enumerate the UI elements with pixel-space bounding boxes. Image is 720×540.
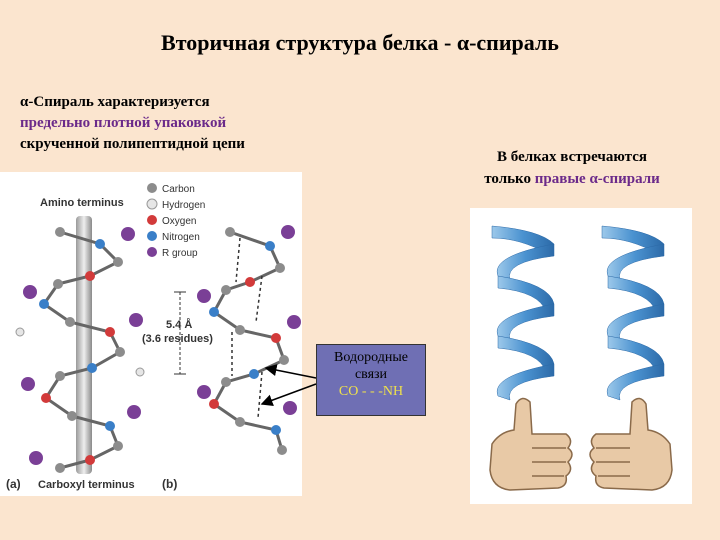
intro-line-2: предельно плотной упаковкой xyxy=(20,115,227,131)
intro-line-1: α-Спираль характеризуется xyxy=(20,94,210,110)
atom-legend: Carbon Hydrogen Oxygen Nitrogen R group xyxy=(146,183,205,259)
helix-atoms-a xyxy=(15,227,145,473)
hbond-dashes xyxy=(231,237,263,419)
hydrogen-bonds-box: Водородные связи CO - - -NH xyxy=(316,344,426,416)
right-caption-line-1: В белках встречаются xyxy=(497,149,647,165)
intro-text: α-Спираль характеризуется предельно плот… xyxy=(20,92,350,155)
right-thumbs-up-hand xyxy=(589,397,673,491)
hbond-line-3: CO - - -NH xyxy=(338,384,404,399)
legend-hydrogen: Hydrogen xyxy=(162,200,205,211)
pitch-value: 5.4 Å xyxy=(166,318,192,331)
hbond-line-1: Водородные xyxy=(334,350,408,365)
pitch-marker xyxy=(174,291,186,375)
amino-terminus-label: Amino terminus xyxy=(40,197,124,209)
helix-atoms-b xyxy=(197,225,301,455)
left-thumbs-up-hand xyxy=(489,397,573,491)
legend-r-group: R group xyxy=(162,248,198,259)
right-caption-line-2: только правые α-спирали xyxy=(452,168,692,190)
right-caption-highlight: правые α-спирали xyxy=(534,171,660,187)
carboxyl-terminus-label: Carboxyl terminus xyxy=(38,479,135,491)
alpha-helix-molecular-figure: Amino terminus Carboxyl terminus (a) (b)… xyxy=(0,172,302,496)
legend-carbon: Carbon xyxy=(162,184,195,195)
ribbon-helix-left xyxy=(491,225,555,401)
right-caption-prefix: только xyxy=(484,171,535,187)
legend-nitrogen: Nitrogen xyxy=(162,232,200,243)
right-caption: В белках встречаются только правые α-спи… xyxy=(452,146,692,190)
legend-oxygen: Oxygen xyxy=(162,216,196,227)
right-handed-helices-figure xyxy=(470,208,692,504)
figure-label-a: (a) xyxy=(6,477,21,491)
hbond-line-2: связи xyxy=(354,367,388,382)
figure-label-b: (b) xyxy=(162,477,177,491)
pitch-residues: (3.6 residues) xyxy=(142,333,213,345)
slide-title: Вторичная структура белка - α-спираль xyxy=(161,30,559,55)
intro-line-3: скрученной полипептидной цепи xyxy=(20,136,245,152)
ribbon-helix-right xyxy=(601,225,665,401)
